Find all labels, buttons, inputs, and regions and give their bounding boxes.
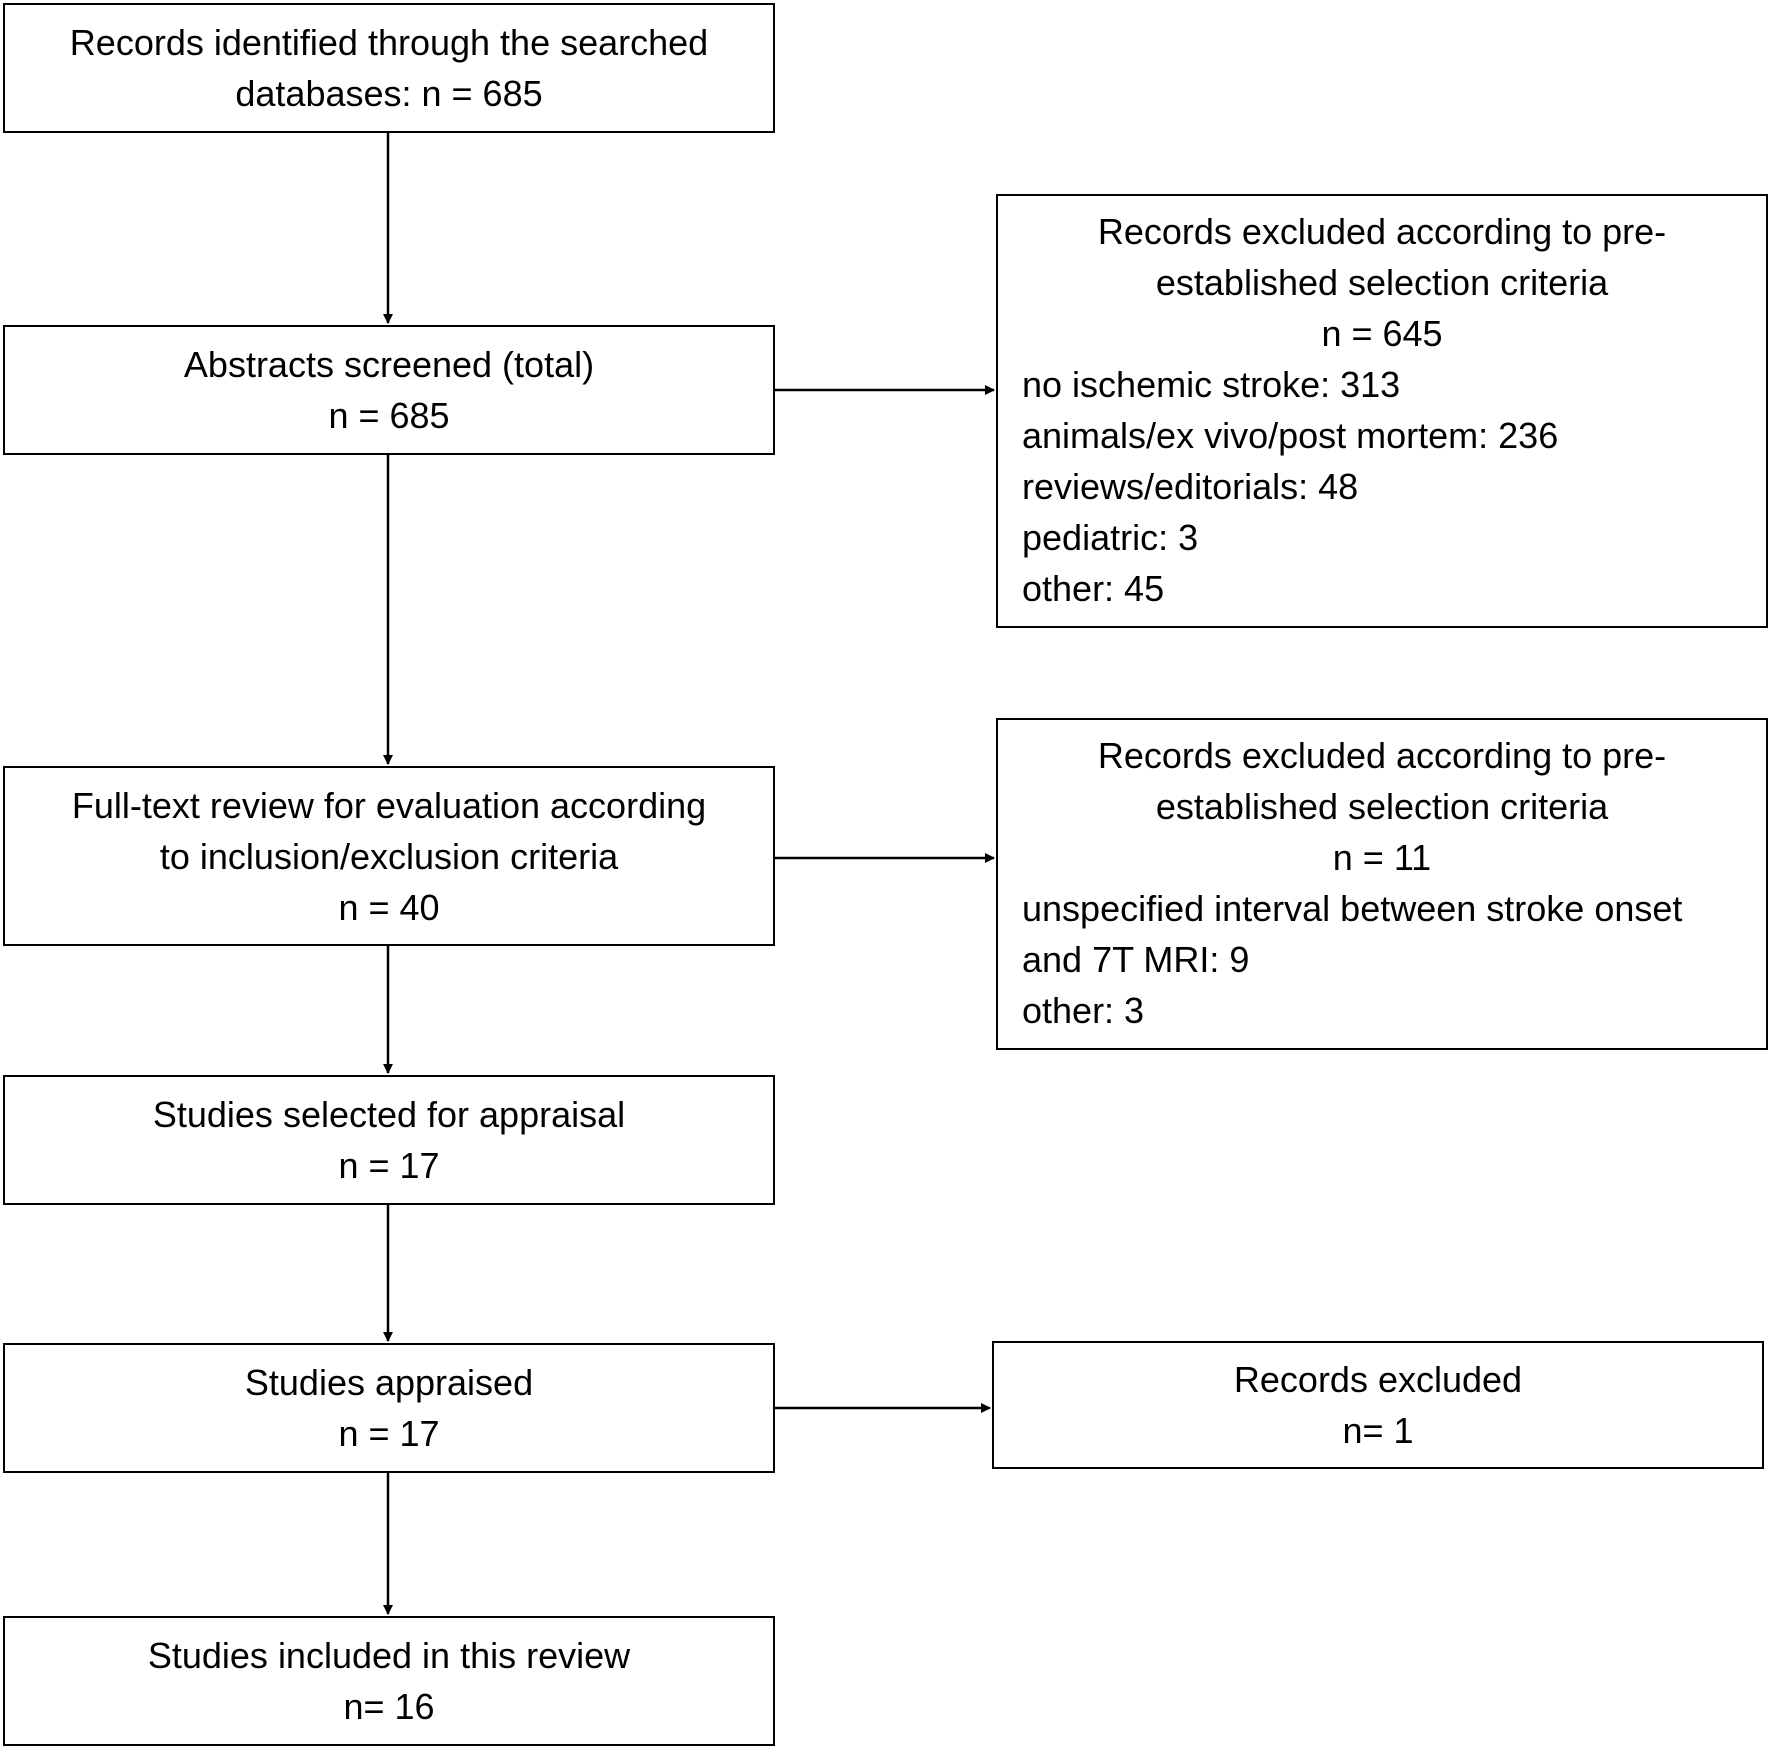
- screening-exclusion-reason: no ischemic stroke: 313: [1022, 364, 1401, 405]
- screening-exclusion-reason: animals/ex vivo/post mortem: 236: [1022, 415, 1559, 456]
- selected-line2: n = 17: [338, 1145, 440, 1186]
- identified-box: Records identified through the searched …: [3, 3, 775, 133]
- screened-box: Abstracts screened (total) n = 685: [3, 325, 775, 455]
- identified-line2: databases: n = 685: [235, 73, 543, 114]
- fulltext-line1: Full-text review for evaluation accordin…: [71, 784, 707, 826]
- fulltext-exclusion-reason: and 7T MRI: 9: [1022, 939, 1250, 980]
- selected-box: Studies selected for appraisal n = 17: [3, 1075, 775, 1205]
- fulltext-exclusion-count: n = 11: [1332, 837, 1432, 878]
- included-line2: n= 16: [343, 1686, 435, 1727]
- screening-exclusion-count: n = 645: [1321, 313, 1443, 354]
- screening-exclusion-reason: other: 45: [1022, 568, 1165, 609]
- included-box: Studies included in this review n= 16: [3, 1616, 775, 1746]
- fulltext-exclusion-reason: unspecified interval between stroke onse…: [1022, 888, 1683, 929]
- fulltext-line2: to inclusion/exclusion criteria: [159, 835, 619, 877]
- included-line1: Studies included in this review: [147, 1635, 631, 1676]
- appraisal-exclusion-count: n= 1: [1342, 1410, 1414, 1451]
- identified-line1: Records identified through the searched: [69, 22, 709, 63]
- screened-line2: n = 685: [328, 395, 450, 436]
- fulltext-box: Full-text review for evaluation accordin…: [3, 766, 775, 946]
- appraised-box: Studies appraised n = 17: [3, 1343, 775, 1473]
- screening-exclusion-reason: pediatric: 3: [1022, 517, 1199, 558]
- fulltext-exclusion-title1: Records excluded according to pre-: [1097, 735, 1667, 776]
- appraised-line1: Studies appraised: [244, 1362, 534, 1403]
- screened-line1: Abstracts screened (total): [183, 344, 595, 385]
- fulltext-line3: n = 40: [338, 886, 440, 928]
- screening-exclusion-title2: established selection criteria: [1155, 262, 1609, 303]
- appraised-line2: n = 17: [338, 1413, 440, 1454]
- fulltext-exclusion-box: Records excluded according to pre- estab…: [996, 718, 1768, 1050]
- selected-line1: Studies selected for appraisal: [152, 1094, 626, 1135]
- screening-exclusion-reason: reviews/editorials: 48: [1022, 466, 1359, 507]
- screening-exclusion-box: Records excluded according to pre- estab…: [996, 194, 1768, 628]
- appraisal-exclusion-box: Records excluded n= 1: [992, 1341, 1764, 1469]
- screening-exclusion-title1: Records excluded according to pre-: [1097, 211, 1667, 252]
- fulltext-exclusion-reason: other: 3: [1022, 990, 1145, 1031]
- appraisal-exclusion-title: Records excluded: [1233, 1359, 1523, 1400]
- fulltext-exclusion-title2: established selection criteria: [1155, 786, 1609, 827]
